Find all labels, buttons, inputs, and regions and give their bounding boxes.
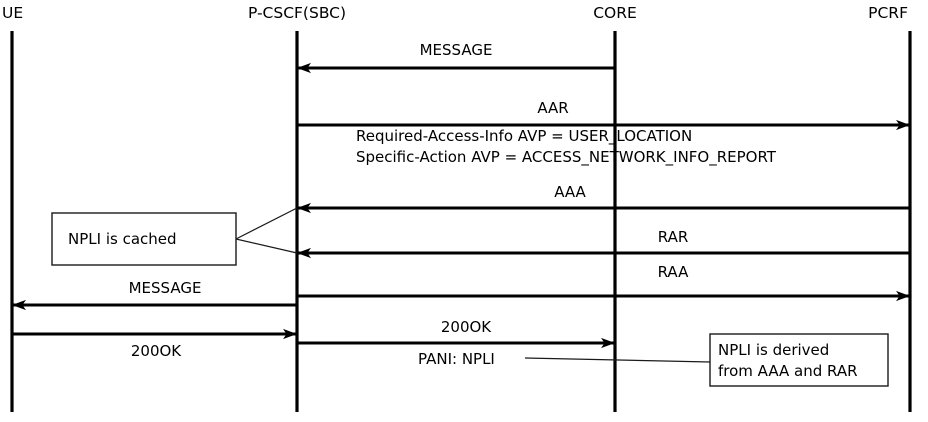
- message-m7[interactable]: 200OK: [12, 328, 297, 360]
- lifeline-pcrf: PCRF: [868, 4, 912, 412]
- lifelines-layer: UE P-CSCF(SBC) CORE PCRF: [2, 4, 912, 412]
- note-cached-line-0: NPLI is cached: [68, 230, 177, 248]
- lifeline-label-pcrf: PCRF: [868, 4, 908, 22]
- message-m6[interactable]: MESSAGE: [12, 279, 297, 311]
- note-derived-box: [709, 333, 889, 387]
- note-derived-line-1: from AAA and RAR: [718, 362, 858, 380]
- note-derived-leader-0: [524, 357, 711, 363]
- lifeline-pcscf: P-CSCF(SBC): [248, 4, 346, 412]
- message-sublabel-m2-1: Specific-Action AVP = ACCESS_NETWORK_INF…: [356, 148, 777, 167]
- message-m5[interactable]: RAA: [297, 263, 910, 302]
- note-derived-line-0: NPLI is derived: [718, 341, 829, 359]
- lifeline-ue: UE: [2, 4, 23, 412]
- message-label-m6: MESSAGE: [129, 279, 202, 297]
- message-label-m7: 200OK: [131, 342, 182, 360]
- note-derived: NPLI is derived from AAA and RAR: [524, 333, 889, 387]
- message-m8[interactable]: 200OK PANI: NPLI: [297, 318, 615, 368]
- message-m2[interactable]: AAR Required-Access-Info AVP = USER_LOCAT…: [297, 99, 910, 167]
- message-m1[interactable]: MESSAGE: [297, 41, 615, 74]
- message-sublabel-m8-0: PANI: NPLI: [418, 350, 495, 368]
- note-cached: NPLI is cached: [51, 207, 298, 266]
- note-cached-leader-1: [235, 238, 298, 254]
- lifeline-core: CORE: [593, 4, 637, 412]
- lifeline-label-pcscf: P-CSCF(SBC): [248, 4, 346, 22]
- note-cached-leader-0: [235, 207, 298, 240]
- message-label-m4: RAR: [658, 228, 689, 246]
- messages-layer: MESSAGE AAR Required-Access-Info AVP = USE…: [12, 41, 910, 368]
- message-m4[interactable]: RAR: [297, 228, 910, 259]
- message-label-m2: AAR: [537, 99, 568, 117]
- message-label-m3: AAA: [554, 183, 586, 201]
- lifeline-label-ue: UE: [2, 4, 23, 22]
- note-cached-box: [51, 212, 237, 266]
- message-label-m8: 200OK: [441, 318, 492, 336]
- message-m3[interactable]: AAA: [297, 183, 910, 214]
- lifeline-label-core: CORE: [593, 4, 637, 22]
- message-label-m1: MESSAGE: [420, 41, 493, 59]
- message-label-m5: RAA: [658, 263, 689, 281]
- message-sublabel-m2-0: Required-Access-Info AVP = USER_LOCATION: [356, 127, 692, 146]
